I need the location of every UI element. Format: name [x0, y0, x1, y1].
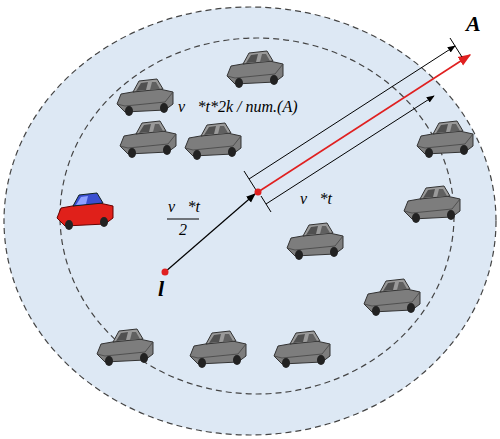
start-point	[162, 269, 169, 276]
vehicle	[417, 121, 473, 158]
mid-point	[255, 189, 262, 196]
dimension-label: v⃗*t	[300, 190, 332, 208]
dimension-label: v⃗*t*2k / num.(A)	[178, 98, 298, 116]
fraction-denominator: 2	[179, 221, 187, 239]
inner-region	[60, 38, 454, 394]
vehicle	[97, 329, 153, 366]
vehicle	[227, 51, 283, 88]
own-vehicle	[57, 193, 113, 230]
fraction-numerator: v⃗*t	[168, 198, 200, 216]
half-step-arrow	[165, 194, 255, 272]
move-vector	[258, 55, 470, 192]
vehicle	[185, 123, 241, 160]
outer-region	[4, 7, 496, 435]
vehicle	[120, 121, 176, 158]
vehicle	[404, 186, 460, 223]
point-name: A	[466, 12, 481, 36]
vehicle	[274, 331, 330, 368]
vehicle	[364, 279, 420, 316]
vehicle	[287, 223, 343, 260]
point-name: l	[158, 277, 164, 301]
vehicle	[190, 331, 246, 368]
fraction-bar	[167, 219, 199, 220]
vehicles	[57, 51, 473, 368]
vehicle	[117, 79, 173, 116]
